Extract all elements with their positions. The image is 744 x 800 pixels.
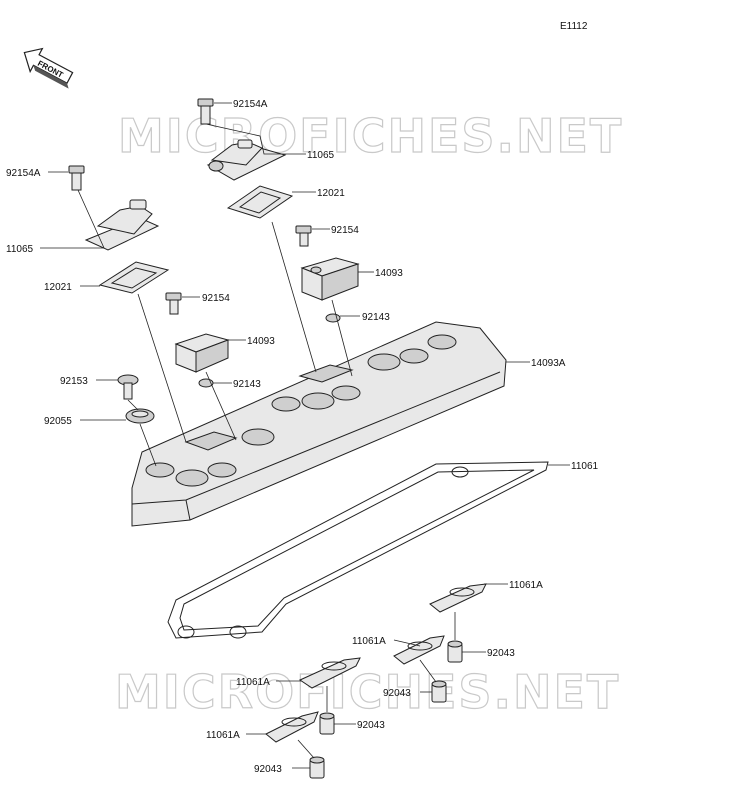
leader-lines [40,102,570,769]
front-arrow-icon: FRONT [23,47,74,89]
gasket-12021-left [98,261,170,294]
label-92153: 92153 [60,376,88,387]
watermark-bottom: MICROFICHES.NET [115,665,620,719]
plug-cover-14093-mid [174,333,230,373]
label-92043-1: 92043 [487,648,515,659]
plug-seal-11061A-4 [265,711,319,743]
label-92043-3: 92043 [357,720,385,731]
label-92154-right: 92154 [331,225,359,236]
plug-92043-1 [447,640,463,663]
plug-seal-11061A-1 [429,583,487,613]
plug-seal-11061A-3 [298,657,361,689]
diagram-code: E1112 [560,21,588,32]
label-92043-4: 92043 [254,764,282,775]
gasket-12021-top [226,185,294,219]
label-14093-right: 14093 [375,268,403,279]
plug-seal-11061A-2 [393,635,445,665]
label-92043-2: 92043 [383,688,411,699]
label-92143-right: 92143 [362,312,390,323]
bolt-92154-right [295,225,312,247]
label-14093-mid: 14093 [247,336,275,347]
label-11061A-3: 11061A [236,677,270,688]
label-12021-left: 12021 [44,282,72,293]
label-92154A-left: 92154A [6,168,41,179]
label-92055: 92055 [44,416,72,427]
label-12021-right: 12021 [317,188,345,199]
label-11061A-1: 11061A [509,580,543,591]
label-92143-mid: 92143 [233,379,261,390]
bolt-92154-mid [165,292,182,315]
label-11065-left: 11065 [6,244,34,255]
bolt-92154A-top [197,98,214,125]
plug-92043-4 [309,756,325,779]
breather-cover-11065-left [84,199,160,251]
bolt-92154A-left [68,165,85,191]
watermark-top: MICROFICHES.NET [118,109,623,163]
washer-92143-right [325,313,341,323]
grommet-92055 [125,408,155,424]
cylinder-head-cover-14093A [131,321,507,527]
label-14093A: 14093A [531,358,566,369]
label-92154A-top: 92154A [233,99,268,110]
label-92154-mid: 92154 [202,293,230,304]
bolt-92153 [117,374,139,400]
label-11061A-4: 11061A [206,730,240,741]
plug-92043-3 [319,712,335,735]
plug-cover-14093-right [300,257,360,301]
label-11061A-2: 11061A [352,636,386,647]
label-11065-top: 11065 [307,150,335,161]
breather-cover-11065-top [206,139,287,181]
head-cover-gasket-11061 [167,461,549,639]
label-11061: 11061 [571,461,599,472]
plug-92043-2 [431,680,447,703]
